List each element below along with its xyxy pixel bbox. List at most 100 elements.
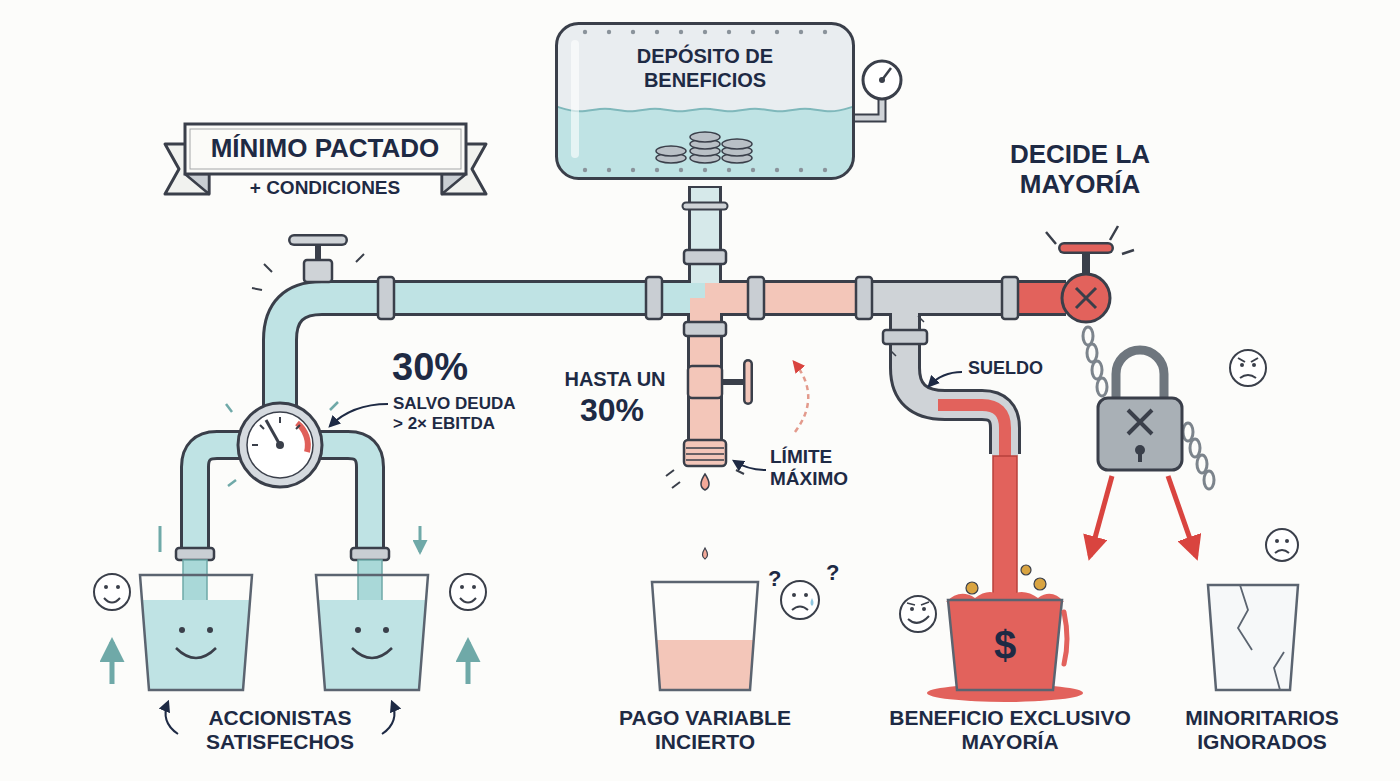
left-valve-handle	[294, 234, 342, 246]
nozzle-thread	[686, 448, 724, 460]
gauge-pivot	[879, 77, 885, 83]
collar	[646, 277, 662, 319]
chain-link	[1190, 439, 1200, 457]
valve-stem	[722, 379, 744, 385]
face-eye	[116, 585, 120, 589]
eye	[383, 627, 389, 633]
happy-face	[94, 574, 130, 610]
gauge-face	[247, 412, 313, 478]
banner-subtitle: + CONDICIONES	[250, 177, 400, 199]
coin	[1021, 565, 1031, 575]
banner-title: MÍNIMO PACTADO	[211, 134, 440, 164]
pointer-arrow	[330, 404, 388, 426]
rivet	[799, 168, 803, 172]
glass-crack	[1238, 585, 1284, 690]
red-liquid	[948, 600, 1062, 690]
caption-arrow	[382, 702, 394, 734]
payout-gauge	[238, 403, 322, 487]
limit-note: LÍMITE MÁXIMO	[770, 446, 870, 490]
rivet	[775, 30, 779, 34]
rivet	[775, 168, 779, 172]
face-mouth	[792, 607, 808, 611]
coin	[722, 139, 752, 149]
coin	[656, 146, 686, 156]
limited-nozzle	[684, 440, 726, 466]
collar	[1002, 277, 1018, 319]
pipe-collars	[176, 250, 1018, 560]
face-eye	[910, 607, 914, 611]
face-mouth	[460, 598, 476, 603]
full-glass	[140, 575, 252, 690]
collar	[748, 277, 764, 319]
chain-link	[1087, 344, 1097, 362]
rivet	[703, 30, 707, 34]
tank-water	[557, 106, 854, 179]
coin	[966, 582, 978, 594]
water-line	[557, 106, 854, 111]
banner-body	[185, 124, 466, 174]
lock-shackle	[1116, 350, 1164, 402]
left-valve-handle	[294, 237, 342, 244]
chain-link	[1083, 327, 1093, 345]
glass-caption: MINORITARIOS IGNORADOS	[1167, 706, 1357, 754]
collar	[684, 250, 726, 264]
pipe-name: SUELDO	[968, 358, 1043, 379]
rivet	[607, 168, 611, 172]
gauge-ticks	[252, 417, 300, 445]
face-eye	[1285, 539, 1289, 543]
salary-flow	[938, 405, 1005, 456]
empty-glass	[1208, 585, 1298, 690]
rivet	[727, 30, 731, 34]
drop	[701, 474, 709, 490]
rivet	[607, 30, 611, 34]
collar	[351, 548, 389, 560]
collar	[883, 330, 927, 344]
dashed-arrow	[794, 362, 808, 432]
glass-smile	[176, 648, 392, 658]
valve-handle	[746, 364, 751, 400]
collar	[378, 277, 394, 319]
down-arrow	[160, 526, 420, 552]
rivet	[679, 168, 683, 172]
face-eye	[104, 585, 108, 589]
percent-figure: 30%	[580, 392, 644, 429]
sad-face	[1266, 529, 1298, 561]
banner-inner-line	[190, 129, 461, 169]
gauge-pipe	[855, 100, 882, 118]
chain-link	[1097, 378, 1107, 396]
glass-liquid	[656, 640, 754, 690]
worried-face	[781, 581, 819, 619]
banner-fold	[185, 174, 209, 194]
glass-caption: ACCIONISTAS SATISFECHOS	[190, 706, 370, 754]
pink-pipe	[705, 283, 870, 313]
valve-stem	[1082, 252, 1090, 274]
face-eye	[922, 607, 926, 611]
pointer-arrow	[929, 372, 962, 386]
gauge-needle	[266, 420, 280, 445]
outlet-handle	[686, 202, 724, 211]
full-glass	[316, 575, 428, 690]
face-eye	[1252, 363, 1256, 367]
right-spout	[314, 445, 370, 560]
chain-link	[1092, 361, 1102, 379]
face-mouth	[1275, 550, 1289, 553]
chain-link	[1183, 423, 1193, 441]
uncertain-glass	[652, 582, 758, 690]
glass-water	[142, 600, 250, 690]
tear	[811, 598, 814, 606]
chain-link	[1197, 455, 1207, 473]
happy-face	[450, 574, 486, 610]
dollar-sign: $	[994, 622, 1016, 668]
face-eye	[472, 585, 476, 589]
grey-pipe	[870, 283, 1010, 313]
rivet	[631, 30, 635, 34]
valve-cross	[1076, 288, 1096, 308]
rivet	[583, 30, 587, 34]
red-stream	[993, 456, 1017, 602]
padlock	[1098, 398, 1182, 470]
coin	[690, 132, 720, 142]
motion-marks	[1046, 226, 1134, 254]
angry-face	[1230, 350, 1266, 386]
rivet	[583, 168, 587, 172]
